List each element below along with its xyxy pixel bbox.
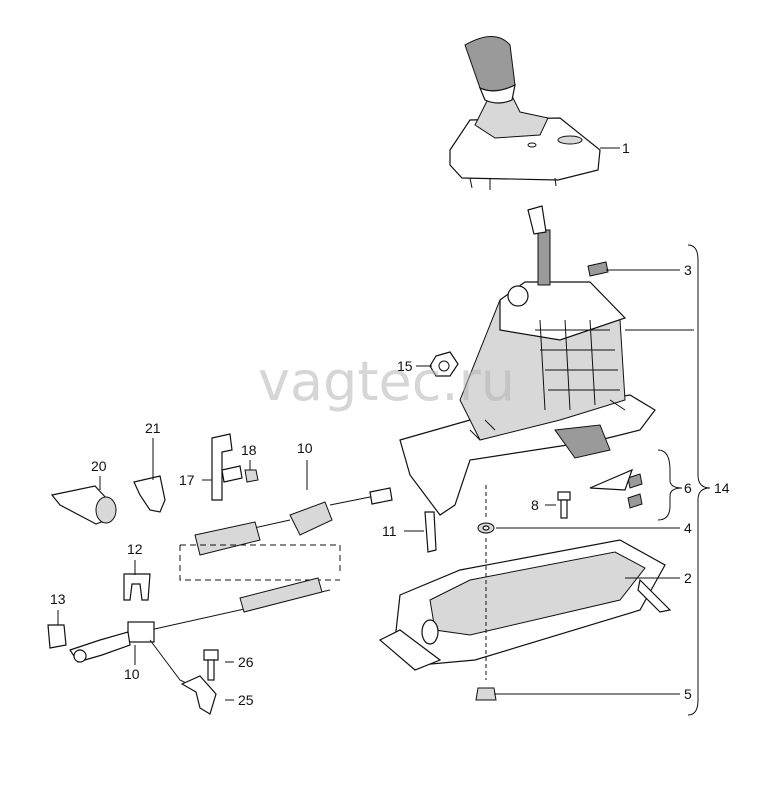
clip-part-12 <box>123 573 151 601</box>
watermark-text: vagtec.ru <box>258 350 515 413</box>
callout-25: 25 <box>238 692 254 708</box>
washer-part-4 <box>477 485 495 680</box>
leader-lines <box>57 147 711 716</box>
callout-12: 12 <box>127 541 143 557</box>
clip-part-3 <box>587 261 609 277</box>
shift-cable-lower <box>69 577 331 691</box>
callout-6: 6 <box>684 480 692 496</box>
nut-part-15 <box>429 351 459 377</box>
bracket-part-25 <box>180 675 217 715</box>
nut-part-5 <box>475 687 497 701</box>
callout-20: 20 <box>91 458 107 474</box>
base-tray <box>378 539 672 671</box>
callout-10-upper: 10 <box>297 440 313 456</box>
callout-labels: 1 2 3 4 5 6 8 10 10 11 12 13 14 15 17 18… <box>50 140 730 708</box>
callout-5: 5 <box>684 686 692 702</box>
callout-14: 14 <box>714 480 730 496</box>
callout-4: 4 <box>684 520 692 536</box>
clip-part-11 <box>424 511 437 553</box>
shift-cable-upper <box>179 487 393 581</box>
callout-1: 1 <box>622 140 630 156</box>
callout-15: 15 <box>397 358 413 374</box>
nut-part-18 <box>244 469 259 483</box>
clip-part-21 <box>133 475 166 513</box>
callout-8: 8 <box>531 497 539 513</box>
callout-11: 11 <box>382 523 397 539</box>
callout-2: 2 <box>684 570 692 586</box>
callout-13: 13 <box>50 591 66 607</box>
callout-10-lower: 10 <box>124 666 140 682</box>
gear-knob-cover <box>449 36 601 190</box>
callout-17: 17 <box>179 472 195 488</box>
clip-part-13 <box>47 624 67 649</box>
bolt-part-26 <box>203 649 219 681</box>
screws-part-6 <box>589 468 643 509</box>
bolt-part-8 <box>557 491 571 519</box>
callout-18: 18 <box>241 442 257 458</box>
selector-mechanism <box>399 205 656 516</box>
bracket-part-17 <box>211 433 243 501</box>
callout-3: 3 <box>684 262 692 278</box>
damper-part-20 <box>50 485 117 525</box>
callout-21: 21 <box>145 420 161 436</box>
callout-26: 26 <box>238 654 254 670</box>
